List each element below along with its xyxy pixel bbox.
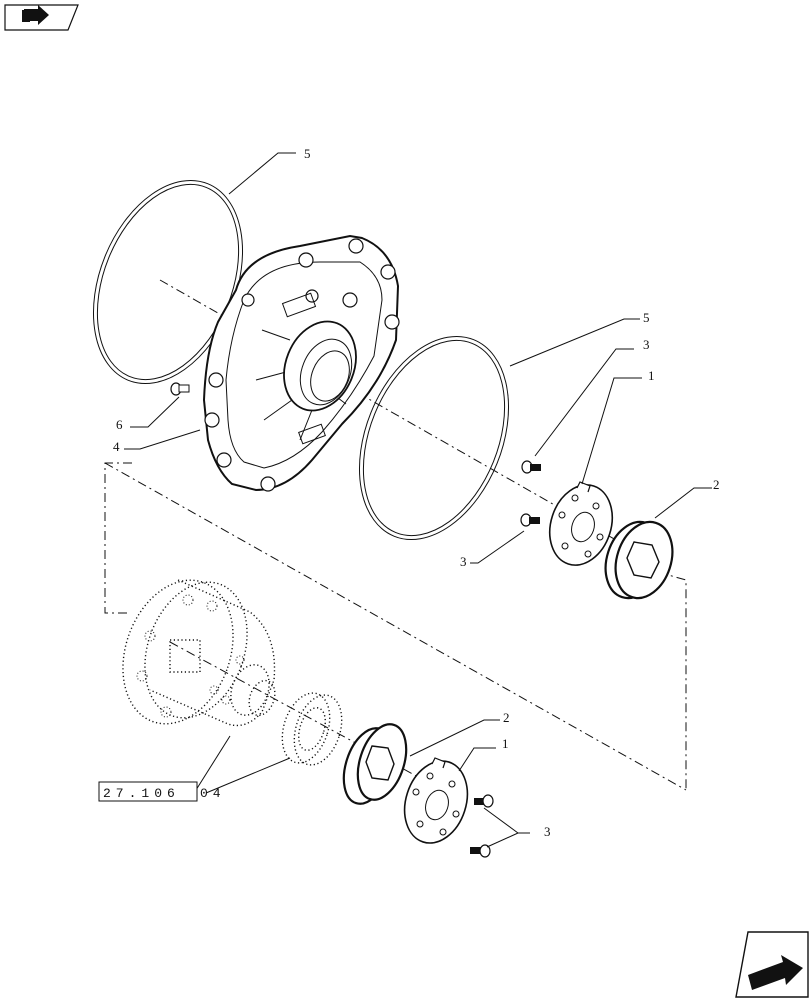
o-ring-small bbox=[358, 335, 510, 541]
differential-housing-reference bbox=[122, 579, 276, 727]
housing-support bbox=[202, 234, 400, 492]
callout-2-lower: 2 bbox=[503, 710, 510, 725]
bolt-3-upper bbox=[520, 460, 541, 527]
callout-4: 4 bbox=[113, 439, 120, 454]
callout-5-top: 5 bbox=[304, 146, 311, 161]
callout-labels: 5 5 3 1 2 6 4 3 2 1 3 bbox=[113, 146, 720, 839]
reference-box-label: 27.106 bbox=[103, 786, 180, 801]
book-arrow-icon[interactable] bbox=[4, 4, 79, 31]
callout-1-upper: 1 bbox=[648, 368, 655, 383]
callout-1-lower: 1 bbox=[502, 736, 509, 751]
bearing-reference bbox=[281, 692, 343, 766]
callout-2-upper: 2 bbox=[713, 477, 720, 492]
adjusting-ring-lower bbox=[342, 723, 408, 805]
callout-5-right: 5 bbox=[643, 310, 650, 325]
callout-3-lower: 3 bbox=[544, 824, 551, 839]
adjusting-ring-upper bbox=[604, 520, 674, 600]
reference-suffix-label: 04 bbox=[200, 786, 226, 801]
leader-lines bbox=[124, 152, 712, 848]
callout-3-upper: 3 bbox=[643, 337, 650, 352]
lock-plate-upper bbox=[548, 481, 614, 566]
reference-box[interactable]: 27.106 04 bbox=[98, 781, 226, 802]
bolt-3-lower bbox=[470, 794, 494, 858]
bolt-6 bbox=[170, 382, 190, 396]
callout-6: 6 bbox=[116, 417, 123, 432]
callout-3-mid: 3 bbox=[460, 554, 467, 569]
lock-plate-lower bbox=[403, 757, 469, 844]
next-page-arrow-icon[interactable] bbox=[735, 931, 809, 998]
